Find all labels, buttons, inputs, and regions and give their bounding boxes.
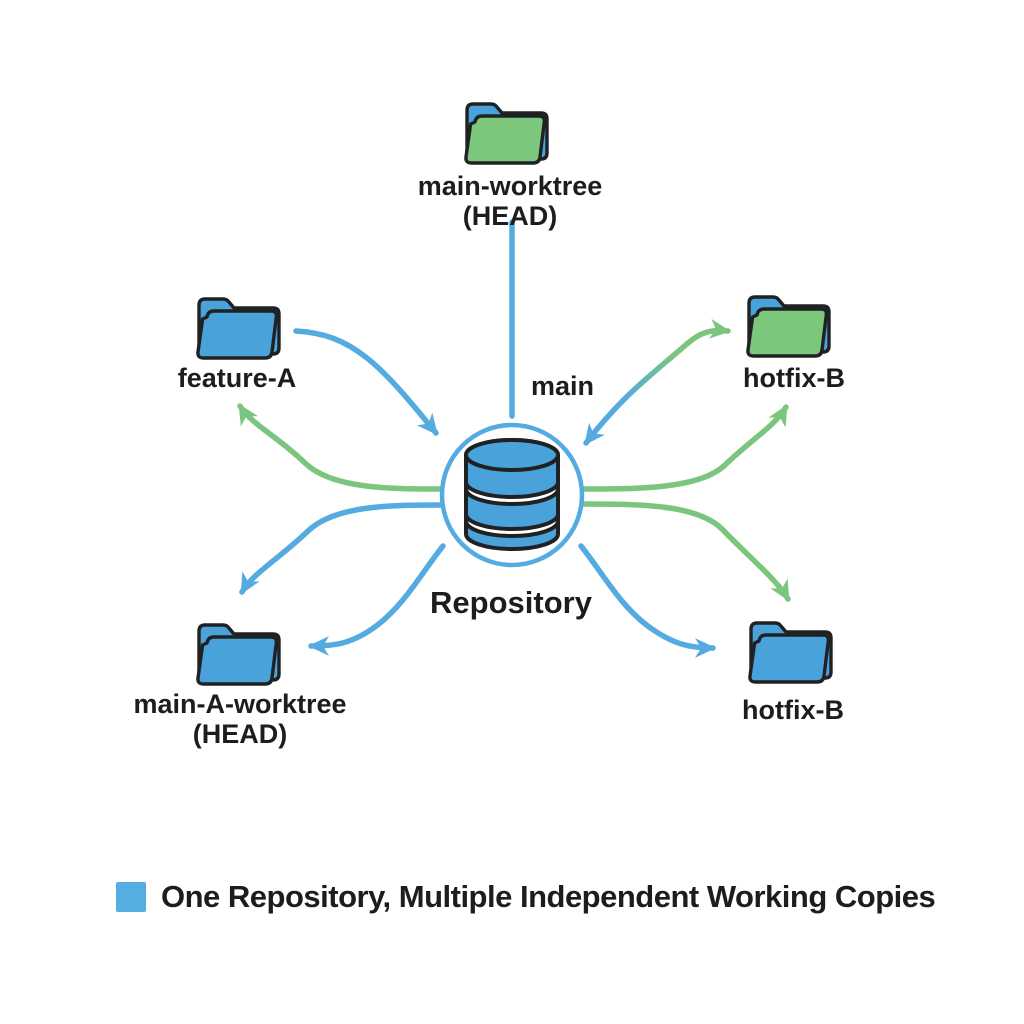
main-worktree-label-line1: main-worktree — [417, 171, 603, 201]
database-icon — [464, 438, 560, 551]
hotfix-b-top-label: hotfix-B — [743, 363, 845, 393]
caption-color-swatch-icon — [116, 882, 146, 912]
main-worktree-label-line2: (HEAD) — [462, 201, 558, 231]
main-worktree-label: main-worktree (HEAD) — [418, 171, 603, 231]
arrow-repo-to-hotfixB-bottom-side — [578, 543, 716, 658]
arrow-repo-to-hotfixB-bottom-top — [578, 501, 791, 602]
caption: One Repository, Multiple Independent Wor… — [116, 879, 936, 915]
main-branch-label: main — [531, 371, 595, 401]
arrow-repo-to-mainAworktree-side — [308, 543, 446, 656]
folder-icon-main-worktree — [464, 102, 549, 165]
arrow-repo-to-hotfixB-top — [578, 404, 789, 492]
caption-text: One Repository, Multiple Independent Wor… — [161, 879, 936, 914]
hotfix-b-bottom-label: hotfix-B — [742, 695, 844, 725]
main-a-worktree-label-line1: main-A-worktree — [133, 689, 347, 719]
main-a-worktree-label: main-A-worktree (HEAD) — [133, 689, 346, 749]
folder-icon-hotfix-b-bottom — [748, 621, 833, 684]
feature-a-label: feature-A — [177, 363, 297, 393]
arrow-repo-to-featureA — [237, 403, 446, 492]
folder-icon-feature-a — [196, 297, 281, 360]
folder-icon-hotfix-b-top — [746, 295, 831, 358]
repository-label: Repository — [430, 585, 592, 620]
arrow-repo-to-mainAworktree-top — [239, 502, 446, 595]
folder-icon-main-a-worktree — [196, 623, 281, 686]
main-a-worktree-label-line2: (HEAD) — [192, 719, 288, 749]
arrow-repo-hotfixB-bidirectional — [583, 318, 731, 446]
arrow-featureA-to-repo — [293, 328, 439, 436]
